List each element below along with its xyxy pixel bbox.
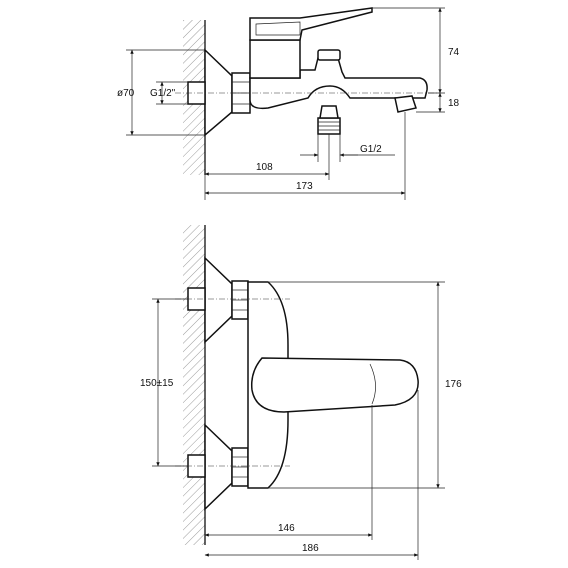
dim-depth-total: 173 xyxy=(296,181,313,192)
dim-thread-inlet: G1/2" xyxy=(150,88,176,99)
dim-height-total: 176 xyxy=(445,379,462,390)
dim-thread-outlet: G1/2 xyxy=(360,144,382,155)
flange-side xyxy=(204,48,233,137)
lever-side xyxy=(249,7,373,41)
dim-diameter-flange: ø70 xyxy=(117,88,135,99)
dim-center-distance: 150±15 xyxy=(140,378,174,389)
dim-depth-outlet: 108 xyxy=(256,162,273,173)
flange-lower xyxy=(204,423,233,511)
mixer-body-side xyxy=(249,57,428,110)
dim-width-lever: 146 xyxy=(278,523,295,534)
dim-height-spout: 18 xyxy=(448,98,460,109)
dim-height-top: 74 xyxy=(448,47,460,58)
flange-upper xyxy=(204,256,233,344)
wall-section-bottom xyxy=(183,225,205,545)
lever-front xyxy=(250,357,419,413)
front-view: 150±15 176 146 186 xyxy=(140,225,462,560)
spout-aerator xyxy=(394,95,417,113)
dim-width-total: 186 xyxy=(302,543,319,554)
diverter-knob xyxy=(317,49,341,61)
side-view: ø70 G1/2" 74 18 G1/2 108 173 xyxy=(117,7,460,200)
cartridge-housing-side xyxy=(249,39,301,79)
